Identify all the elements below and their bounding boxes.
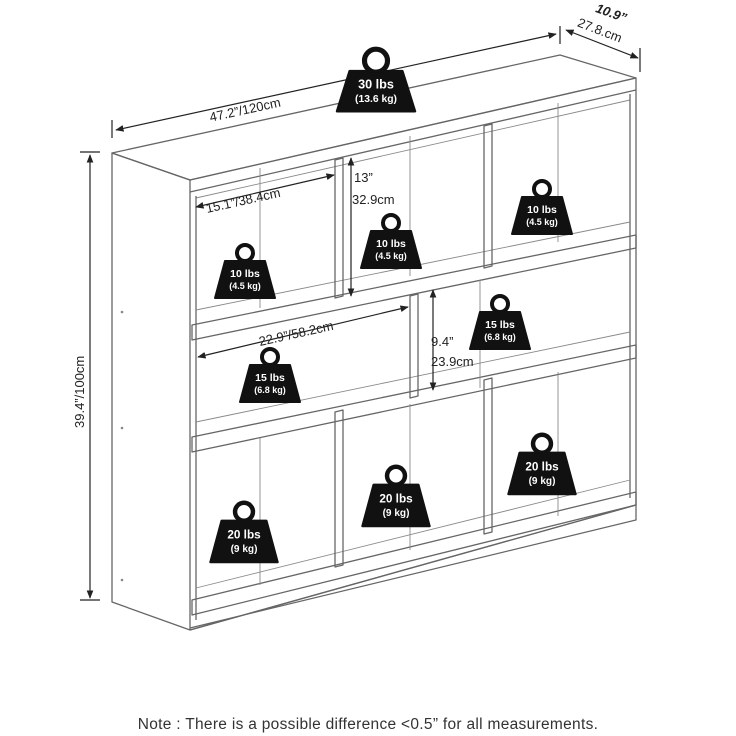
- weight-row2-right-kg: (6.8 kg): [484, 332, 516, 342]
- weight-icon-row3-middle: 20 lbs (9 kg): [361, 464, 431, 528]
- bookcase-outline: [111, 54, 637, 631]
- cube-width-label: 15.1”/38.4cm: [204, 185, 281, 216]
- weight-row3-middle-kg: (9 kg): [383, 508, 410, 519]
- open-width-label: 22.9”/58.2cm: [257, 318, 334, 349]
- width-label: 47.2”/120cm: [208, 95, 282, 125]
- weight-row3-left-kg: (9 kg): [231, 544, 258, 555]
- weight-row1-middle-kg: (4.5 kg): [375, 251, 407, 261]
- weight-icon-row3-left: 20 lbs (9 kg): [209, 500, 279, 564]
- dimension-lines: [80, 26, 641, 601]
- cube-height-cm-label: 32.9cm: [352, 192, 395, 207]
- weight-icon-top: 30 lbs (13.6 kg): [335, 46, 417, 113]
- weight-icon-row1-left: 10 lbs (4.5 kg): [214, 243, 276, 299]
- weight-row1-left-lbs: 10 lbs: [230, 268, 260, 280]
- weight-top-kg: (13.6 kg): [355, 94, 397, 105]
- cube-height-in-label: 13”: [354, 170, 373, 185]
- weight-icon-row2-left: 15 lbs (6.8 kg): [239, 347, 301, 403]
- weight-row1-middle-lbs: 10 lbs: [376, 238, 406, 250]
- open-height-cm-label: 23.9cm: [431, 354, 474, 369]
- weight-row2-left-lbs: 15 lbs: [255, 372, 285, 384]
- weight-icon-row1-right: 10 lbs (4.5 kg): [511, 179, 573, 235]
- weight-row1-right-kg: (4.5 kg): [526, 217, 558, 227]
- weight-icon-row2-right: 15 lbs (6.8 kg): [469, 294, 531, 350]
- weight-row1-right-lbs: 10 lbs: [527, 204, 557, 216]
- weight-row2-right-lbs: 15 lbs: [485, 319, 515, 331]
- weight-top-lbs: 30 lbs: [358, 77, 394, 91]
- weight-row3-right-kg: (9 kg): [529, 476, 556, 487]
- measurement-note: Note : There is a possible difference <0…: [137, 716, 599, 733]
- weight-icon-row1-middle: 10 lbs (4.5 kg): [360, 213, 422, 269]
- weight-row3-left-lbs: 20 lbs: [227, 529, 261, 542]
- weight-row3-middle-lbs: 20 lbs: [379, 493, 413, 506]
- weight-row1-left-kg: (4.5 kg): [229, 281, 261, 291]
- weight-row2-left-kg: (6.8 kg): [254, 385, 286, 395]
- height-label: 39.4”/100cm: [72, 356, 87, 428]
- weight-row3-right-lbs: 20 lbs: [525, 461, 559, 474]
- open-height-in-label: 9.4”: [431, 334, 453, 349]
- weight-icon-row3-right: 20 lbs (9 kg): [507, 432, 577, 496]
